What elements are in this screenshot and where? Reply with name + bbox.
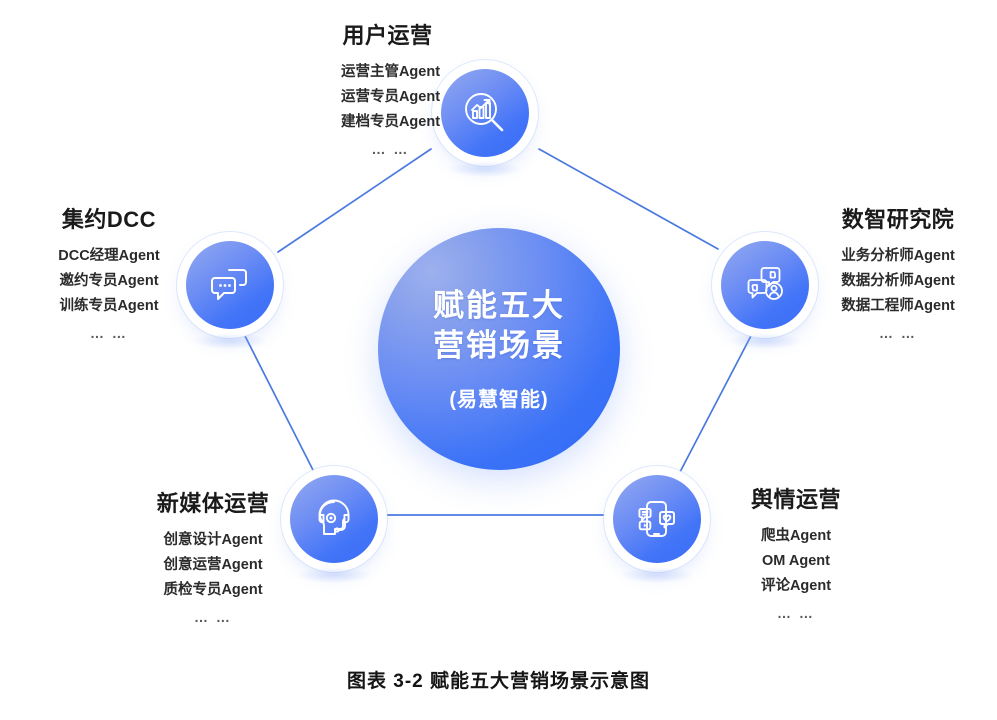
group-public-opinion-operations: 舆情运营 爬虫Agent OM Agent 评论Agent … … — [706, 482, 886, 621]
group-title: 用户运营 — [342, 23, 433, 48]
group-items: 爬虫Agent OM Agent 评论Agent … … — [706, 524, 886, 621]
hub-title: 赋能五大 营销场景 — [433, 288, 565, 363]
list-item: 建档专员Agent — [340, 114, 441, 130]
group-title: 舆情运营 — [750, 487, 841, 512]
node-icon-wrap — [186, 241, 274, 329]
list-item: 运营专员Agent — [340, 89, 441, 105]
chart-magnifier-icon — [460, 88, 510, 138]
node-public-opinion-operations[interactable] — [613, 475, 701, 563]
thumbs-feedback-person-icon — [740, 260, 790, 310]
node-icon-wrap — [290, 475, 378, 563]
link-dcc-media — [242, 331, 315, 473]
group-data-research-institute: 数智研究院 业务分析师Agent 数据分析师Agent 数据工程师Agent …… — [803, 202, 993, 341]
link-user-dcc — [277, 148, 432, 253]
group-user-operations: 用户运营 运营主管Agent 运营专员Agent 建档专员Agent … … — [283, 18, 498, 157]
list-ellipsis: … … — [879, 325, 917, 341]
group-title: 数智研究院 — [841, 207, 955, 232]
node-data-research-institute[interactable] — [721, 241, 809, 329]
group-items: 运营主管Agent 运营专员Agent 建档专员Agent … … — [283, 60, 498, 157]
list-ellipsis: … … — [371, 141, 410, 157]
group-items: DCC经理Agent 邀约专员Agent 训练专员Agent … … — [24, 244, 194, 341]
list-item: 创意运营Agent — [163, 557, 263, 573]
list-item: 运营主管Agent — [340, 64, 441, 80]
list-item: 创意设计Agent — [163, 532, 263, 548]
group-items: 创意设计Agent 创意运营Agent 质检专员Agent … … — [132, 528, 294, 625]
link-user-research — [538, 148, 719, 250]
list-item: 邀约专员Agent — [59, 273, 159, 289]
list-item: 数据工程师Agent — [841, 298, 955, 314]
list-item: 评论Agent — [760, 578, 832, 594]
mobile-social-icon — [632, 494, 682, 544]
node-icon-wrap — [613, 475, 701, 563]
node-user-operations[interactable] — [441, 69, 529, 157]
node-icon-wrap — [721, 241, 809, 329]
hub-subtitle: (易慧智能) — [449, 388, 549, 411]
list-item: 爬虫Agent — [760, 528, 832, 544]
group-title: 新媒体运营 — [156, 491, 270, 516]
node-icon-wrap — [441, 69, 529, 157]
list-ellipsis: … … — [194, 609, 232, 625]
group-title: 集约DCC — [61, 207, 157, 232]
list-item: 业务分析师Agent — [841, 248, 955, 264]
list-ellipsis: … … — [777, 605, 815, 621]
center-hub: 赋能五大 营销场景 (易慧智能) — [378, 228, 620, 470]
headset-agent-icon — [309, 494, 359, 544]
group-new-media-operations: 新媒体运营 创意设计Agent 创意运营Agent 质检专员Agent … … — [132, 486, 294, 625]
list-item: 数据分析师Agent — [841, 273, 955, 289]
link-research-opinion — [679, 331, 754, 473]
list-item: 训练专员Agent — [59, 298, 159, 314]
node-intensive-dcc[interactable] — [186, 241, 274, 329]
list-item: DCC经理Agent — [58, 248, 160, 264]
group-intensive-dcc: 集约DCC DCC经理Agent 邀约专员Agent 训练专员Agent … … — [24, 202, 194, 341]
figure-caption: 图表 3-2 赋能五大营销场景示意图 — [346, 671, 651, 692]
node-new-media-operations[interactable] — [290, 475, 378, 563]
list-ellipsis: … … — [90, 325, 128, 341]
chat-bubbles-icon — [205, 260, 255, 310]
list-item: OM Agent — [762, 553, 830, 569]
group-items: 业务分析师Agent 数据分析师Agent 数据工程师Agent … … — [803, 244, 993, 341]
list-item: 质检专员Agent — [163, 582, 263, 598]
